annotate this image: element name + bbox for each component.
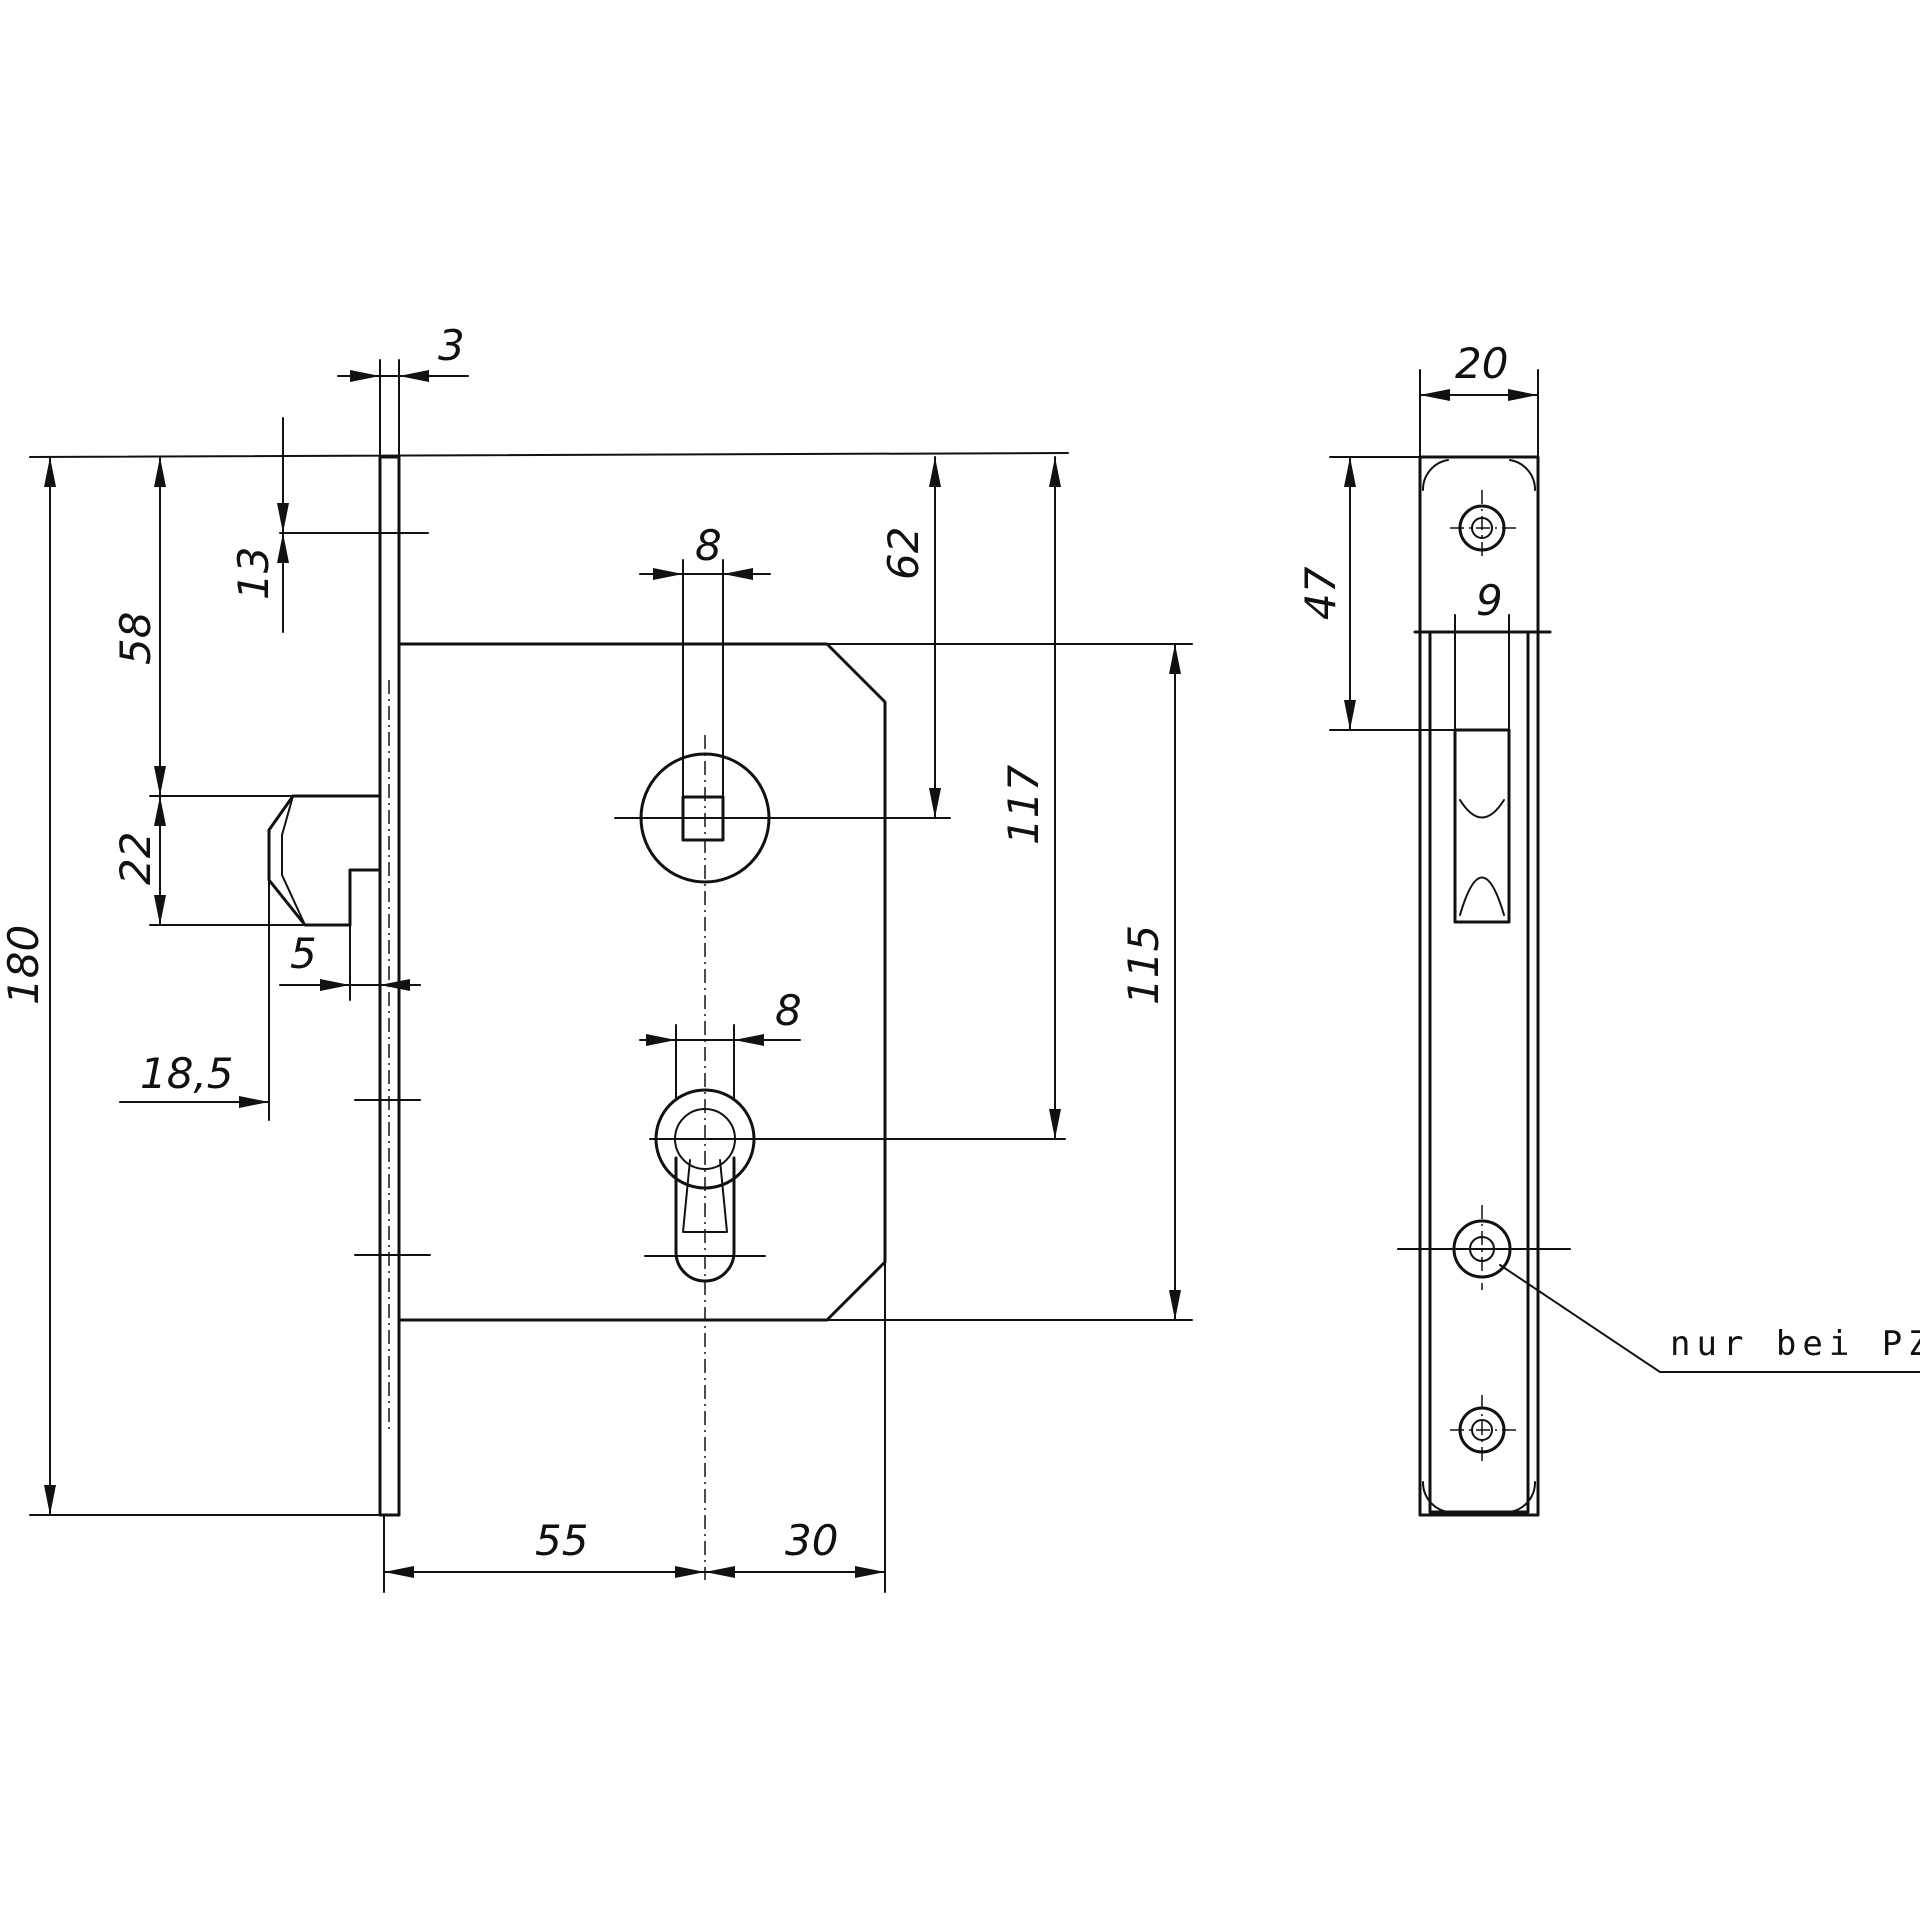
forend-rounded-bottom [1421,1481,1537,1513]
dim-forend-thickness: 3 [438,321,465,370]
dim-top-to-follower: 62 [879,527,928,580]
dim-top-to-screw: 13 [229,547,278,600]
lock-case [397,642,887,1322]
dim-latch-projection: 18,5 [140,1049,234,1098]
ext-top [29,452,1069,458]
dim-bolt-width: 9 [1476,576,1503,625]
cylinder-slot [674,1156,736,1283]
dim-top-to-latch: 58 [111,612,160,665]
latch-bolt [267,794,382,927]
front-view: 3 13 58 22 180 5 18,5 8 8 62 117 115 55 … [0,321,1193,1593]
dim-latch-step: 5 [290,929,317,978]
screw-hole-pz [1397,1205,1571,1290]
note-nur-bei-pz: nur bei PZ [1670,1324,1920,1364]
case-outline [1428,630,1530,1514]
side-view: nur bei PZ 20 47 9 [1296,339,1920,1517]
dim-top-to-bolt: 47 [1296,566,1345,620]
screw-hole-bottom [1450,1395,1520,1465]
dim-overall-height: 180 [0,925,48,1005]
screw-hole-top [1450,490,1520,560]
bolt-curve-top [1459,799,1505,819]
dim-forend-width: 20 [1455,339,1508,388]
forend-rounded-top [1421,459,1537,491]
note-leader [1499,1264,1920,1373]
dim-case-height: 115 [1119,925,1168,1005]
dim-latch-height: 22 [111,832,160,885]
dim-cylinder-to-back: 30 [785,1516,838,1565]
side-arrowheads [1344,389,1538,730]
forend-face [1418,455,1540,1517]
dim-follower-to-cylinder: 117 [999,765,1048,845]
bolt-curve-bottom [1459,876,1505,916]
dim-keyhole-width: 8 [775,986,802,1035]
front-arrowheads [44,370,1181,1578]
bolt-window [1453,728,1511,924]
dim-backset: 55 [535,1516,588,1565]
dim-follower-square: 8 [695,521,722,570]
latch-bevel [281,795,306,926]
